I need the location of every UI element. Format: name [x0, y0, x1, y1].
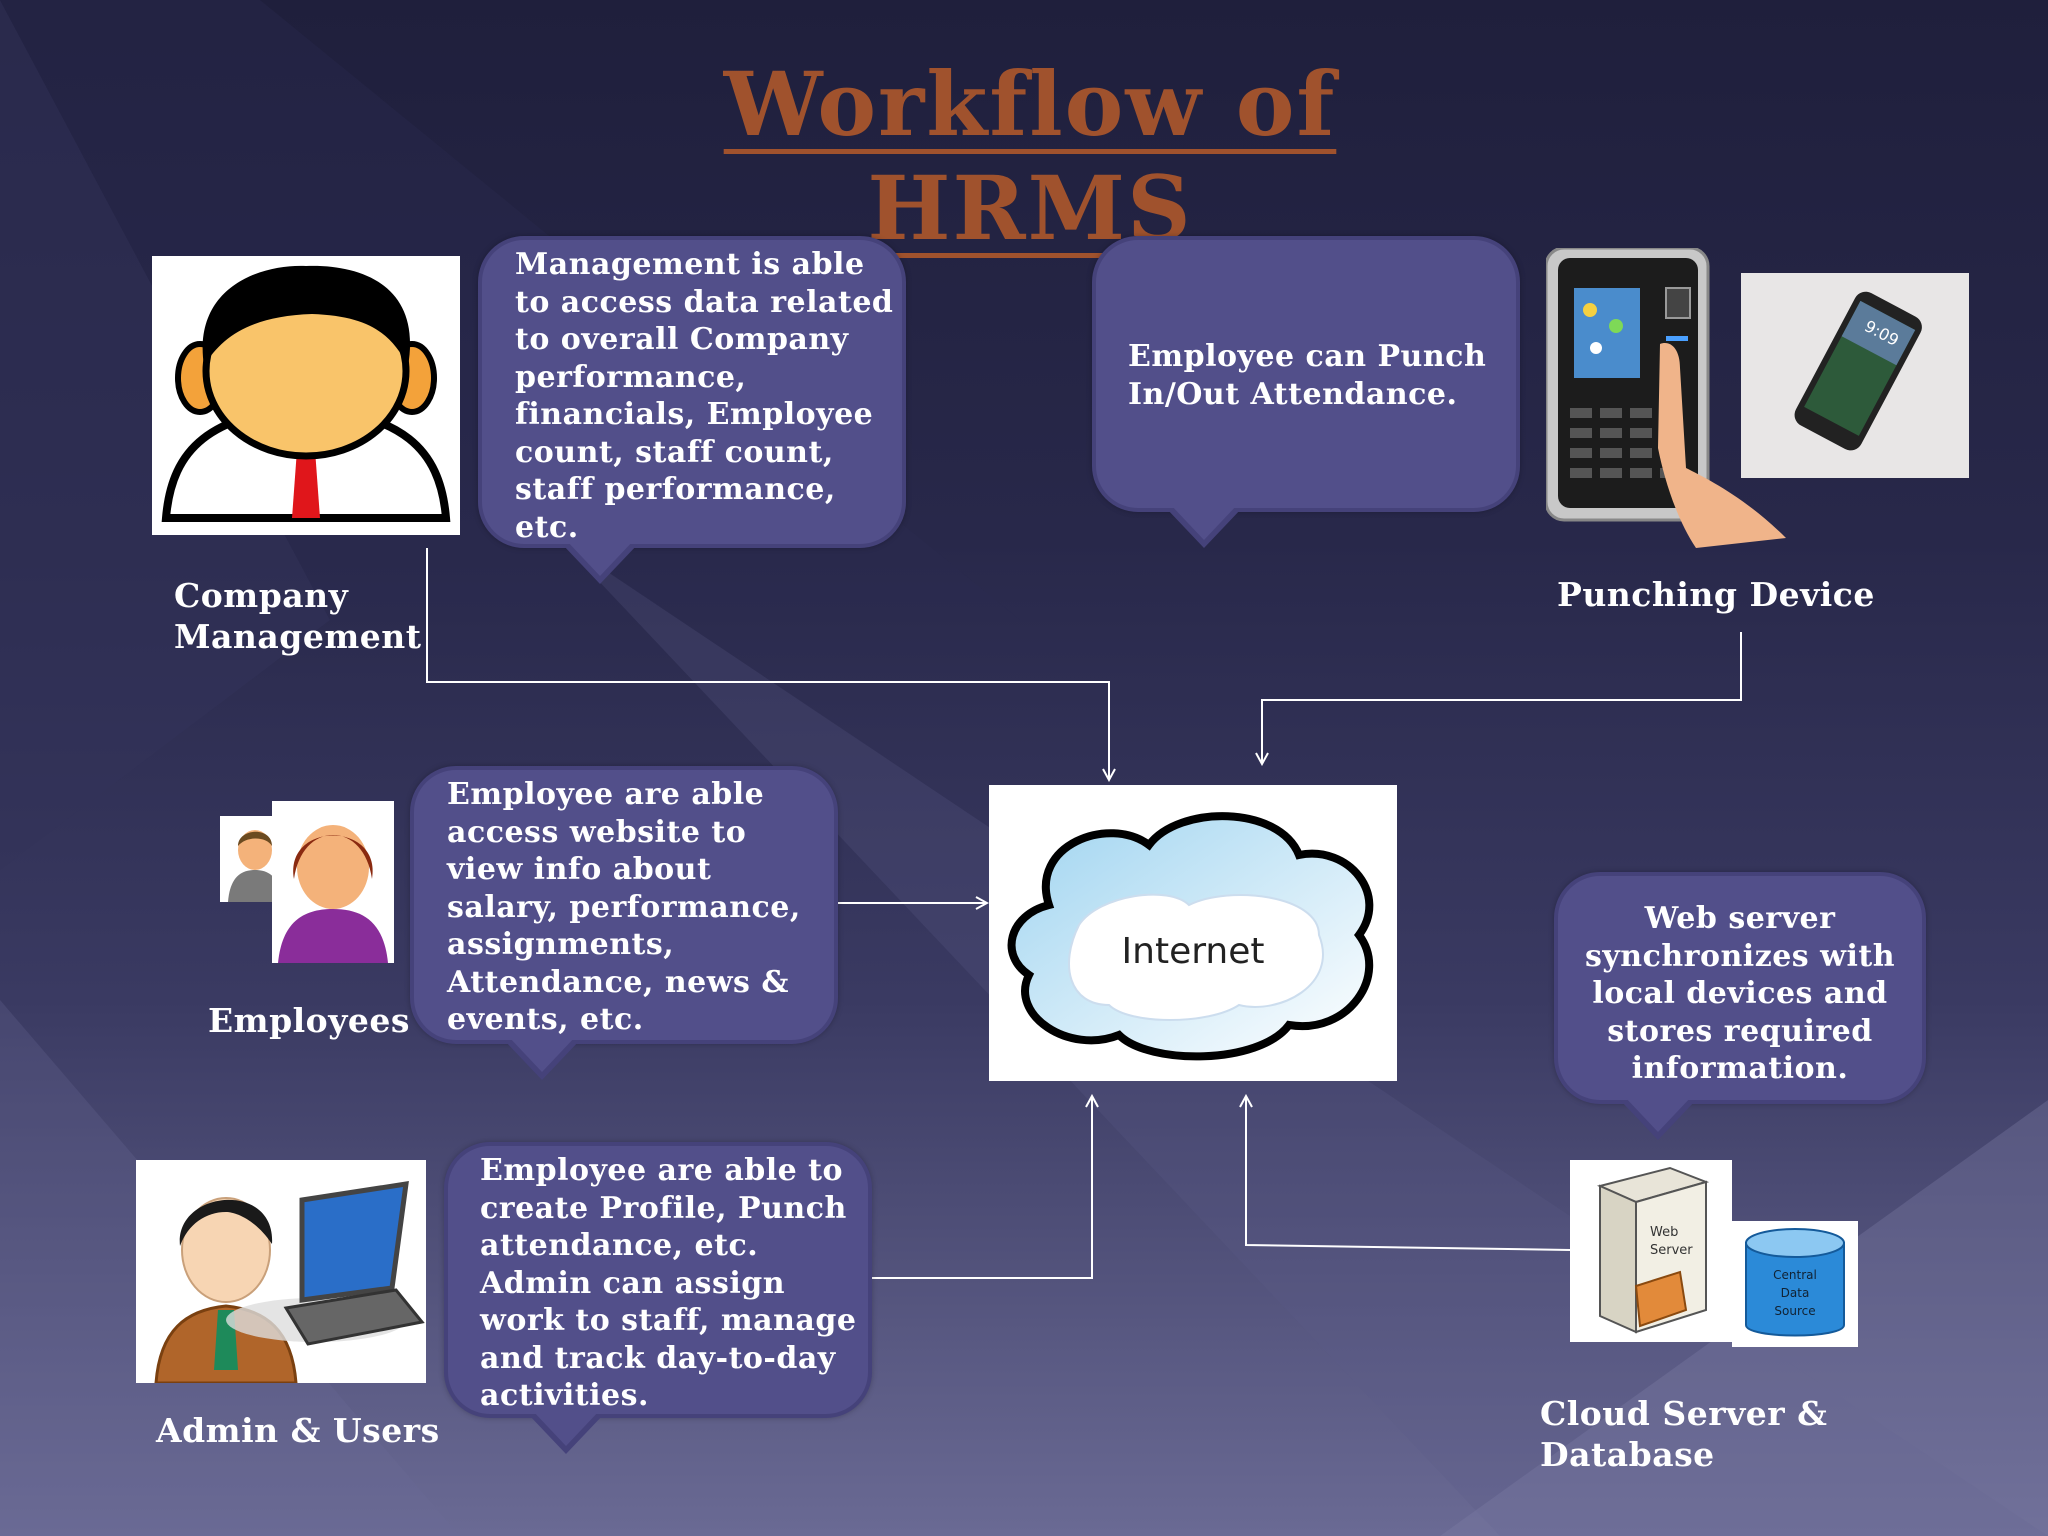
- admin-bubble-text: Employee are able to create Profile, Pun…: [480, 1153, 857, 1413]
- bubble-tail-inner: [508, 1036, 576, 1072]
- employees-label: Employees: [208, 1001, 410, 1040]
- female-employee-icon: [272, 801, 394, 963]
- smartphone-icon: 9:09: [1741, 273, 1969, 478]
- page-title: Workflow of HRMS: [723, 52, 1337, 260]
- internet-cloud: Internet: [989, 785, 1397, 1081]
- admin-users-label: Admin & Users: [156, 1411, 440, 1450]
- connector-device-internet: [1262, 632, 1742, 764]
- company-management-label: Company Management: [174, 576, 422, 656]
- admin-bubble: Employee are able to create Profile, Pun…: [444, 1142, 872, 1454]
- punching-device-label: Punching Device: [1557, 575, 1875, 614]
- management-bubble: Management is able to access data relate…: [478, 236, 906, 584]
- punch-bubble-text: Employee can Punch In/Out Attendance.: [1128, 339, 1487, 412]
- bubble-tail-inner: [566, 540, 634, 576]
- employees-bubble-text: Employee are able access website to view…: [447, 777, 801, 1037]
- management-bubble-text: Management is able to access data relate…: [515, 247, 894, 545]
- connector-cloud-internet: [1246, 1096, 1571, 1251]
- employees-bubble: Employee are able access website to view…: [410, 766, 838, 1080]
- webserver-bubble: Web server synchronizes with local devic…: [1554, 872, 1926, 1140]
- bubble-tail-inner: [1624, 1096, 1692, 1132]
- connector-admin-internet: [870, 1096, 1092, 1279]
- biometric-device-icon: [1544, 246, 1794, 548]
- internet-label: Internet: [1122, 931, 1265, 972]
- bubble-tail-inner: [532, 1410, 600, 1446]
- manager-icon: [152, 256, 460, 535]
- admin-laptop-icon: [136, 1160, 426, 1383]
- punch-bubble: Employee can Punch In/Out Attendance.: [1092, 236, 1520, 548]
- cloud-server-label: Cloud Server & Database: [1540, 1394, 1828, 1474]
- bubble-tail-inner: [1170, 504, 1238, 540]
- webserver-bubble-text: Web server synchronizes with local devic…: [1584, 901, 1896, 1086]
- connector-management-internet: [426, 548, 1109, 780]
